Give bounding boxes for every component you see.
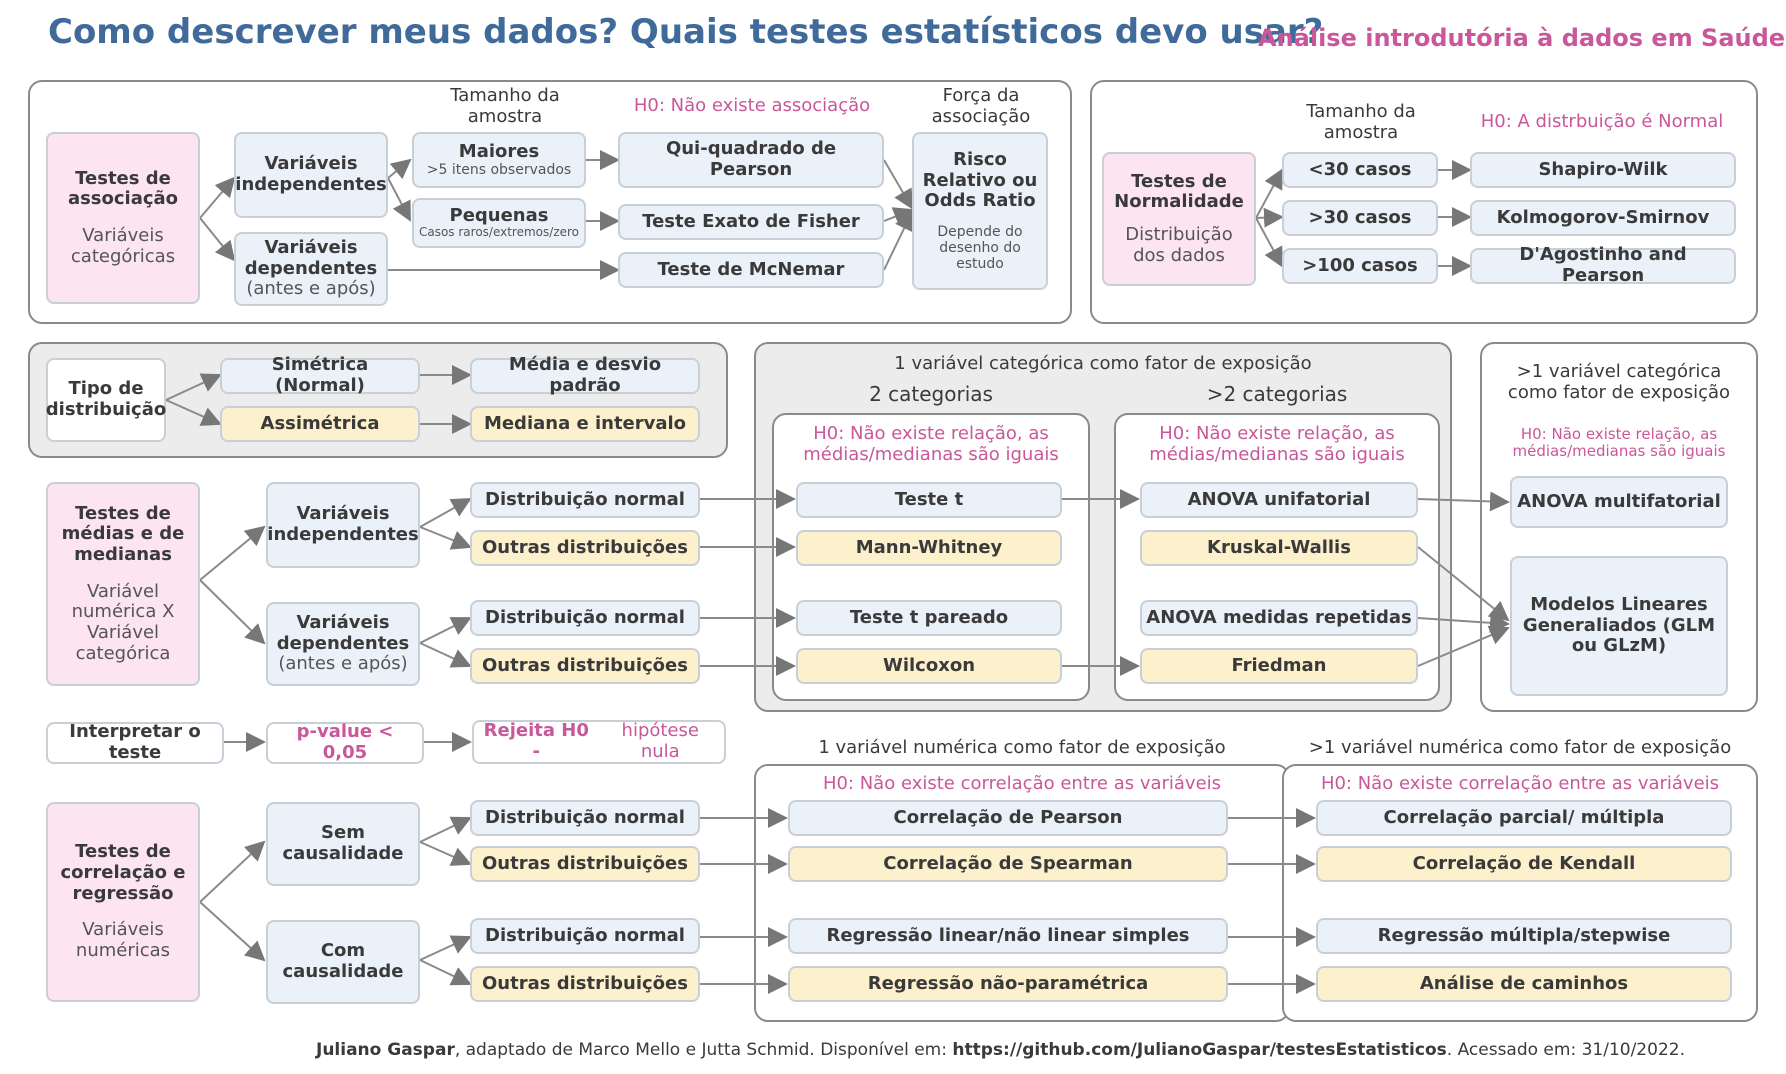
more-categories-label: >2 categorias [1206, 382, 1348, 406]
friedman-box: Friedman [1140, 648, 1418, 684]
footer-credits: Juliano Gaspar, adaptado de Marco Mello … [316, 1040, 1685, 1060]
normality-h0: H0: A distrbuição é Normal [1480, 111, 1724, 132]
reject-h0-box: Rejeita H0 - hipótese nula [472, 720, 726, 764]
two-categories-label: 2 categorias [869, 382, 993, 406]
two-cat-h0: H0: Não existe relação, as médias/median… [803, 423, 1059, 465]
multiple-regression-box: Regressão múltipla/stepwise [1316, 918, 1732, 954]
kolmogorov-box: Kolmogorov-Smirnov [1470, 200, 1736, 236]
correlation-tests-box: Testes de correlação e regressão Variáve… [46, 802, 200, 1002]
footer-author: Juliano Gaspar [316, 1040, 455, 1060]
numeric-exposure-header: 1 variável numérica como fator de exposi… [818, 737, 1226, 758]
means-independent-box: Variáveis independentes [266, 482, 420, 568]
lt30-box: <30 casos [1282, 152, 1438, 188]
median-range-box: Mediana e intervalo [470, 406, 700, 442]
mcnemar-box: Teste de McNemar [618, 252, 884, 288]
t-test-box: Teste t [796, 482, 1062, 518]
distribution-type-box: Tipo de distribuição [46, 358, 166, 442]
corr-nocaus-other-box: Outras distribuições [470, 846, 700, 882]
normality-tests-box: Testes de Normalidade Distribuição dos d… [1102, 152, 1256, 286]
symmetric-box: Simétrica (Normal) [220, 354, 420, 396]
pearson-correlation-box: Correlação de Pearson [788, 800, 1228, 836]
multi-numeric-header: >1 variável numérica como fator de expos… [1308, 737, 1732, 758]
anova-repeated-box: ANOVA medidas repetidas [1140, 600, 1418, 636]
gt30-box: >30 casos [1282, 200, 1438, 236]
means-indep-other-box: Outras distribuições [470, 530, 700, 566]
relative-risk-box: Risco Relativo ou Odds Ratio Depende do … [912, 132, 1048, 290]
linear-regression-box: Regressão linear/não linear simples [788, 918, 1228, 954]
multi-numeric-h0: H0: Não existe correlação entre as variá… [1320, 773, 1720, 794]
anova-one-way-box: ANOVA unifatorial [1140, 482, 1418, 518]
means-dependent-box: Variáveis dependentes(antes e após) [266, 602, 420, 686]
no-causality-box: Sem causalidade [266, 802, 420, 886]
page-title: Como descrever meus dados? Quais testes … [48, 12, 1324, 52]
glm-box: Modelos Lineares Generaliados (GLM ou GL… [1510, 556, 1728, 696]
interpret-test-box: Interpretar o teste [46, 721, 224, 764]
normality-size-header: Tamanho da amostra [1306, 101, 1416, 143]
paired-t-test-box: Teste t pareado [796, 600, 1062, 636]
p-value-box: p-value < 0,05 [266, 721, 424, 764]
causality-box: Com causalidade [266, 920, 420, 1004]
kendall-correlation-box: Correlação de Kendall [1316, 846, 1732, 882]
association-tests-box: Testes de associação Variáveis categóric… [46, 132, 200, 304]
assoc-dependent-box: Variáveis dependentes(antes e após) [234, 232, 388, 306]
more-cat-h0: H0: Não existe relação, as médias/median… [1149, 423, 1405, 465]
kruskal-wallis-box: Kruskal-Wallis [1140, 530, 1418, 566]
assoc-independent-box: Variáveis independentes [234, 132, 388, 218]
mann-whitney-box: Mann-Whitney [796, 530, 1062, 566]
chi-square-box: Qui-quadrado de Pearson [618, 132, 884, 188]
corr-nocaus-normal-box: Distribuição normal [470, 800, 700, 836]
assoc-strength-header: Força da associação [931, 85, 1031, 127]
mean-sd-box: Média e desvio padrão [470, 354, 700, 396]
path-analysis-box: Análise de caminhos [1316, 966, 1732, 1002]
partial-correlation-box: Correlação parcial/ múltipla [1316, 800, 1732, 836]
dagostino-box: D'Agostinho and Pearson [1470, 244, 1736, 286]
wilcoxon-box: Wilcoxon [796, 648, 1062, 684]
anova-multifactor-box: ANOVA multifatorial [1510, 476, 1728, 528]
multi-categorical-header: >1 variável categórica como fator de exp… [1507, 361, 1731, 403]
corr-caus-other-box: Outras distribuições [470, 966, 700, 1002]
means-dep-normal-box: Distribuição normal [470, 600, 700, 636]
categorical-exposure-header: 1 variável categórica como fator de expo… [894, 353, 1312, 374]
page-subtitle: Análise introdutória à dados em Saúde [1258, 24, 1786, 52]
spearman-correlation-box: Correlação de Spearman [788, 846, 1228, 882]
corr-caus-normal-box: Distribuição normal [470, 918, 700, 954]
means-dep-other-box: Outras distribuições [470, 648, 700, 684]
means-indep-normal-box: Distribuição normal [470, 482, 700, 518]
fisher-exact-box: Teste Exato de Fisher [618, 204, 884, 240]
larger-samples-box: Maiores>5 itens observados [412, 132, 586, 188]
asymmetric-box: Assimétrica [220, 406, 420, 442]
assoc-h0: H0: Não existe associação [633, 95, 871, 116]
means-tests-box: Testes de médias e de medianas Variável … [46, 482, 200, 686]
shapiro-wilk-box: Shapiro-Wilk [1470, 152, 1736, 188]
assoc-size-header: Tamanho da amostra [450, 85, 560, 127]
footer-url-link[interactable]: https://github.com/JulianoGaspar/testesE… [952, 1040, 1447, 1060]
gt100-box: >100 casos [1282, 248, 1438, 284]
numeric-h0: H0: Não existe correlação entre as variá… [822, 773, 1222, 794]
multi-cat-h0: H0: Não existe relação, as médias/median… [1512, 425, 1726, 461]
nonparametric-regression-box: Regressão não-paramétrica [788, 966, 1228, 1002]
